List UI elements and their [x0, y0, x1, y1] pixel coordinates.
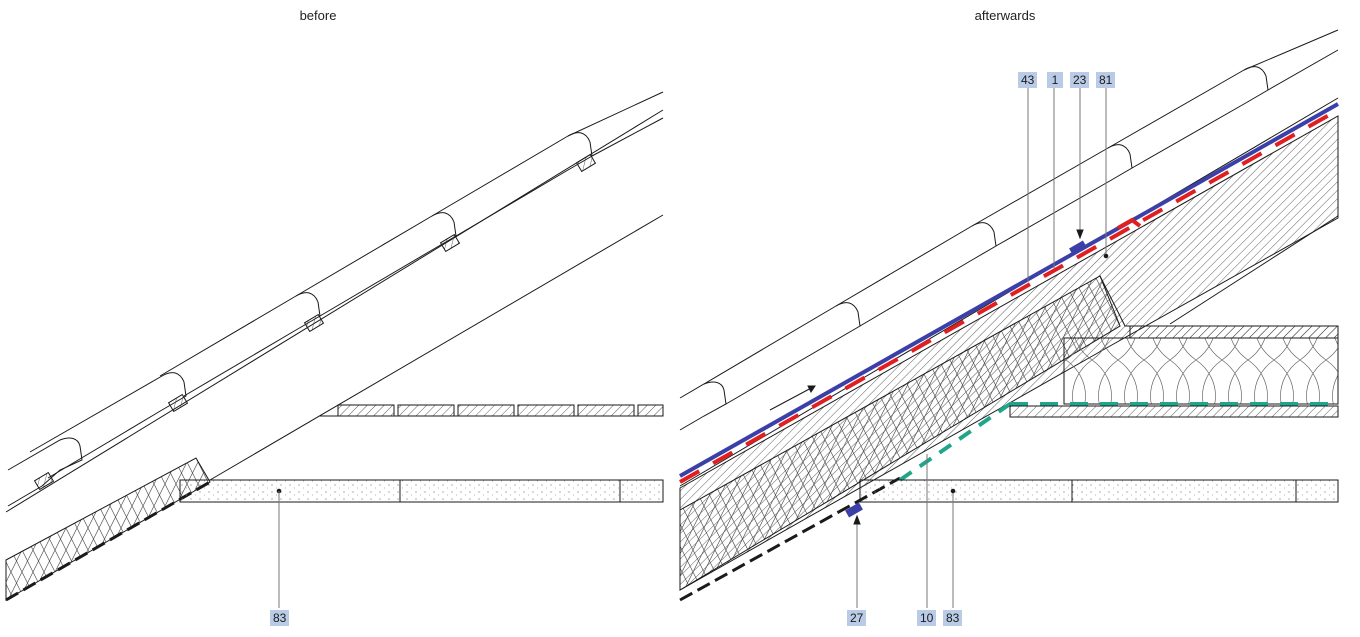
callout-27: 27: [847, 610, 867, 626]
floor-boards: [320, 404, 664, 417]
callout-43: 43: [1018, 72, 1038, 88]
ceiling-board: [859, 479, 1339, 503]
callout-83-after: 83: [943, 610, 963, 626]
after-panel: [679, 29, 1339, 608]
roof-tiles: [679, 29, 1339, 431]
before-title: before: [299, 8, 337, 23]
callout-1: 1: [1047, 72, 1063, 88]
callout-10: 10: [917, 610, 937, 626]
roof-tiles: [7, 91, 664, 507]
before-panel: [5, 91, 664, 608]
ceiling-board: [179, 479, 664, 503]
floor-boards: [1009, 405, 1339, 418]
callout-83-before: 83: [270, 610, 290, 626]
afterwards-title: afterwards: [974, 8, 1036, 23]
roof-slope-line: [5, 109, 664, 513]
rafter-insulation: [679, 275, 1121, 591]
callout-23: 23: [1070, 72, 1090, 88]
callout-81: 81: [1096, 72, 1116, 88]
membrane-red: [679, 108, 1339, 484]
membrane-blue: [679, 102, 1339, 478]
floor-top-boards: [1129, 325, 1339, 339]
rafter-line: [209, 214, 664, 481]
mineral-wool: [1063, 337, 1339, 405]
